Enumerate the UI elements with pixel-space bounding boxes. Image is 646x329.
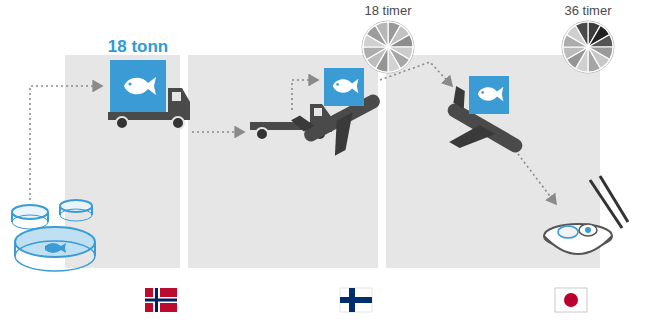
cargo-node: 18 tonn (108, 38, 168, 112)
flag-finland (340, 288, 372, 312)
fish-farm (12, 200, 95, 271)
fish-eye (128, 82, 131, 85)
fish-icon (118, 71, 158, 101)
clock-rim (362, 21, 414, 73)
clock-node: 18 timer (356, 4, 420, 74)
clock-segment (376, 22, 389, 47)
plane-landing (430, 56, 550, 175)
clock-segment (576, 22, 589, 47)
flag-japan (555, 288, 587, 312)
clock-segment (563, 47, 588, 60)
cargo-box (110, 60, 166, 112)
clock-dial (361, 20, 415, 74)
clock-segment (588, 47, 601, 72)
stage-panels (65, 55, 600, 268)
sushi-bowl (544, 176, 628, 254)
clock-segment (388, 35, 413, 48)
clock-segment (588, 35, 613, 48)
clock-dial (561, 20, 615, 74)
time-label: 18 timer (365, 4, 412, 18)
fish-body (124, 77, 156, 95)
flow-lines (30, 62, 556, 204)
time-label: 36 timer (565, 4, 612, 18)
clock-rim (562, 21, 614, 73)
flag-norway (145, 288, 177, 312)
clock-node: 36 timer (556, 4, 620, 74)
clock-segment (388, 47, 401, 72)
clock-segment (363, 47, 388, 60)
load-label: 18 tonn (108, 38, 168, 57)
